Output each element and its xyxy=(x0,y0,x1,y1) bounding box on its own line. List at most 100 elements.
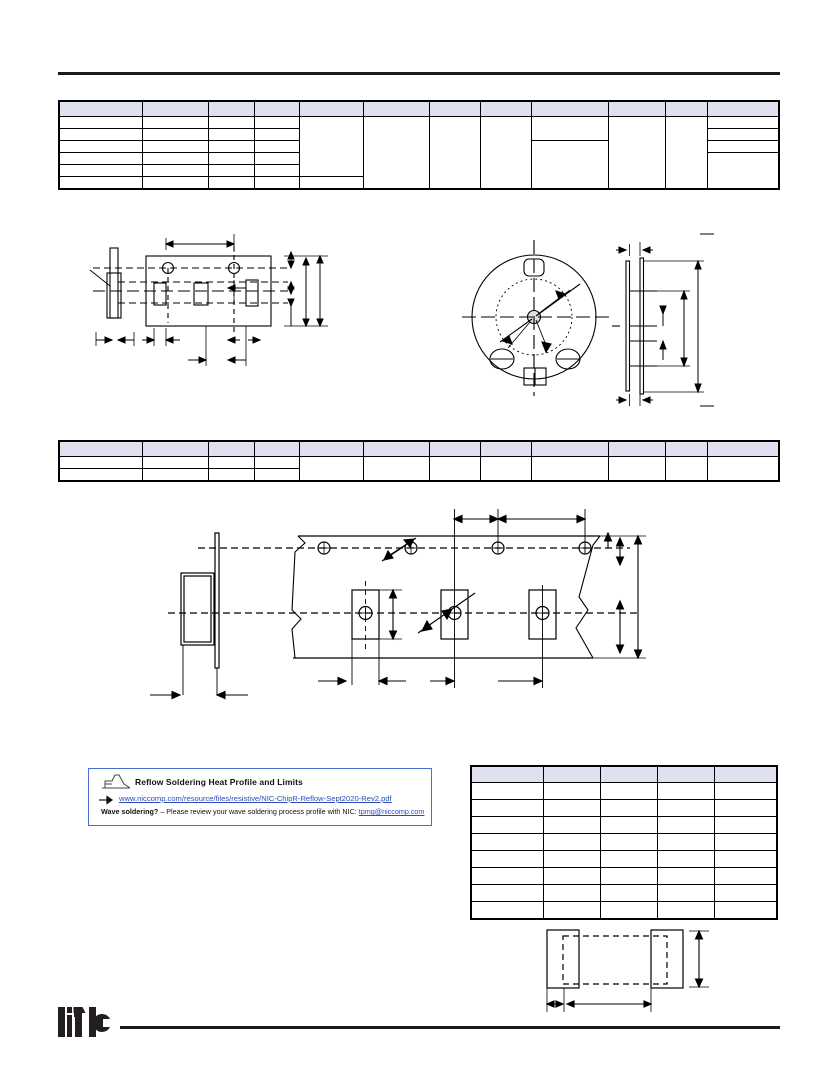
table-cell-merged xyxy=(479,456,532,482)
table-cell xyxy=(543,782,602,800)
reflow-callout-title: Reflow Soldering Heat Profile and Limits xyxy=(135,777,303,787)
table-cell xyxy=(707,116,780,129)
table-cell xyxy=(208,164,255,177)
bottom-horizontal-rule xyxy=(120,1026,780,1029)
table-header-cell xyxy=(363,440,430,457)
table-cell-merged xyxy=(707,152,780,190)
table-cell xyxy=(600,833,658,851)
reflow-profile-icon xyxy=(101,773,131,791)
reel-drawing-tick-bottom xyxy=(700,404,714,408)
table-header-cell xyxy=(363,100,430,117)
table-row xyxy=(58,456,780,482)
table-cell xyxy=(253,152,300,165)
table-cell xyxy=(600,850,658,868)
table-row xyxy=(470,867,778,885)
table-cell xyxy=(713,782,778,800)
table-header-cell xyxy=(428,100,481,117)
table-cell xyxy=(543,901,602,920)
wave-soldering-email-link[interactable]: tpmg@niccomp.com xyxy=(358,807,425,816)
table-cell xyxy=(543,884,602,902)
table-cell xyxy=(713,833,778,851)
reel-quantity-table xyxy=(470,765,778,920)
table-cell xyxy=(470,850,545,868)
table-header-cell xyxy=(253,100,300,117)
table-cell xyxy=(141,116,210,129)
table-header-cell xyxy=(656,765,715,783)
wave-soldering-text: – Please review your wave soldering proc… xyxy=(158,807,359,816)
table-row xyxy=(470,782,778,800)
wave-soldering-note: Wave soldering? – Please review your wav… xyxy=(101,807,424,816)
table-cell xyxy=(713,816,778,834)
table-cell xyxy=(470,816,545,834)
table-cell xyxy=(656,850,715,868)
table-cell-merged xyxy=(363,456,430,482)
table-cell xyxy=(58,456,143,469)
table-cell xyxy=(141,140,210,153)
table-cell xyxy=(543,816,602,834)
table-cell xyxy=(470,867,545,885)
table-header-cell xyxy=(600,765,658,783)
arrow-right-icon xyxy=(99,794,114,806)
table-header-cell xyxy=(665,440,709,457)
table-cell-merged xyxy=(298,116,365,177)
table-cell xyxy=(656,901,715,920)
table-cell xyxy=(58,164,143,177)
table-cell xyxy=(298,176,365,190)
top-horizontal-rule xyxy=(58,72,780,75)
table-cell xyxy=(58,152,143,165)
land-pattern-footprint-drawing xyxy=(523,918,723,1018)
table-cell xyxy=(253,176,300,190)
table-cell xyxy=(208,468,255,482)
table-header-row xyxy=(470,765,778,783)
carrier-tape-side-view-drawing xyxy=(88,228,408,410)
table-header-cell xyxy=(141,100,210,117)
table-cell-merged xyxy=(608,456,667,482)
table-cell xyxy=(58,140,143,153)
carrier-tape-detail-drawing xyxy=(150,503,670,703)
table-cell xyxy=(713,850,778,868)
table-row xyxy=(58,116,780,190)
table-cell-merged xyxy=(665,116,709,190)
table-header-cell xyxy=(479,440,532,457)
table-cell-merged xyxy=(298,456,365,482)
table-cell xyxy=(656,799,715,817)
table-cell xyxy=(58,176,143,190)
wave-soldering-label: Wave soldering? xyxy=(101,807,159,816)
table-cell xyxy=(208,176,255,190)
table-header-row xyxy=(58,100,780,117)
table-cell xyxy=(600,799,658,817)
table-cell xyxy=(208,140,255,153)
table-cell xyxy=(656,884,715,902)
reflow-profile-pdf-link[interactable]: www.niccomp.com/resource/files/resistive… xyxy=(119,794,392,803)
table-cell xyxy=(470,901,545,920)
table-cell xyxy=(208,128,255,141)
table-cell xyxy=(208,116,255,129)
table-cell xyxy=(707,128,780,141)
table-header-cell xyxy=(707,100,780,117)
table-cell xyxy=(141,176,210,190)
table-cell xyxy=(253,456,300,469)
table-header-cell xyxy=(713,765,778,783)
table-cell xyxy=(253,140,300,153)
table-cell-merged xyxy=(530,140,610,190)
table-header-cell xyxy=(608,440,667,457)
table-cell xyxy=(253,116,300,129)
table-cell xyxy=(713,884,778,902)
table-row xyxy=(470,901,778,920)
table-header-cell xyxy=(208,100,255,117)
table-cell xyxy=(141,468,210,482)
table-header-cell xyxy=(298,440,365,457)
table-cell xyxy=(253,164,300,177)
nic-logo xyxy=(58,1005,118,1039)
table-row xyxy=(470,816,778,834)
packaging-dimension-table-middle xyxy=(58,440,780,482)
table-header-cell xyxy=(470,765,545,783)
table-cell xyxy=(600,816,658,834)
table-header-cell xyxy=(298,100,365,117)
table-cell xyxy=(58,116,143,129)
table-cell-merged xyxy=(479,116,532,190)
table-cell xyxy=(656,816,715,834)
table-cell xyxy=(713,799,778,817)
table-cell xyxy=(543,799,602,817)
